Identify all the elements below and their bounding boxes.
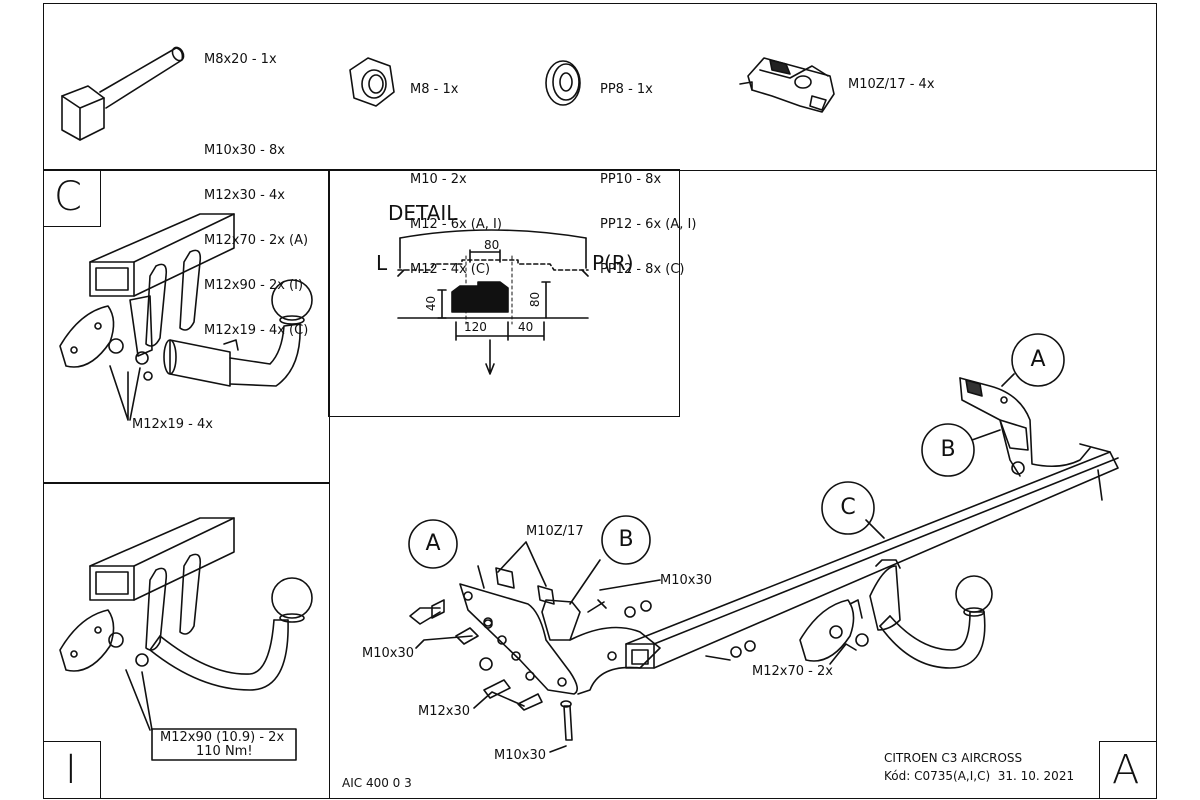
m10x30-bottom-leader [549,745,567,753]
m10x30-bottom-callout: M10x30 [494,748,546,763]
detail-title: DETAIL [388,201,458,225]
detail-right-label: P(R) [592,251,634,275]
clip-leader [497,541,547,587]
b-left-leader [569,559,601,605]
panel-i-leader [125,669,153,731]
bolt-item: M8x20 - 1x [204,52,277,67]
nut-icon [349,57,395,107]
bolt-item: M12x19 - 4x (C) [204,323,309,338]
nut-list: M8 - 1x M10 - 2x M12 - 6x (A, I) M12 - 4… [410,52,502,292]
panel-i-letter: I [65,747,77,793]
clip-callout: M10Z/17 [526,524,584,539]
panel-c-frame [43,169,330,484]
letter-box-c [43,169,101,227]
panel-c-letter: C [54,174,82,220]
circle-b-right-label: B [940,437,956,462]
washer-list: PP8 - 1x PP10 - 8x PP12 - 6x (A, I) PP12… [600,52,696,292]
callout-circle-a-right [1011,333,1065,387]
m10x30-top-leader [599,579,661,591]
detail-dim-80-right: 80 [528,291,543,308]
panel-i-callout-line1: M12x90 (10.9) - 2x [160,730,285,745]
circle-c-label: C [840,495,856,520]
a-left-leader [477,565,485,589]
drawing-code: AIC 400 0 3 [342,776,412,790]
panel-c-callout: M12x19 - 4x [132,417,213,432]
letter-box-a [1099,741,1157,799]
circle-b-left-label: B [618,527,634,552]
panel-a-letter: A [1112,747,1140,793]
main-left-bracket [459,567,661,695]
detail-left-label: L [376,251,388,275]
a-right-leader [1001,373,1015,387]
main-ball-hitch [799,559,993,669]
callout-circle-c [821,481,875,535]
nut-item: M10 - 2x [410,172,467,187]
panel-c-towbar [59,213,313,387]
hardware-header-frame [43,3,1157,171]
callout-circle-a-left [408,519,458,569]
detail-dim-40-bottom: 40 [518,320,534,334]
circle-a-left-label: A [425,531,441,556]
bolt-item: M12x30 - 4x [204,188,285,203]
washer-leader [705,655,731,661]
clip-icon [739,57,835,113]
panel-c-leader [109,365,141,421]
m12x30-callout: M12x30 [418,704,470,719]
callout-circle-b-right [921,423,975,477]
m12x30-leader [473,691,525,709]
callout-circle-b-left [601,515,651,565]
m10x30-left-callout: M10x30 [362,646,414,661]
main-towbar-crossbar [625,443,1119,669]
nut-item: M8 - 1x [410,82,459,97]
main-right-bracket [959,377,1091,477]
detail-dim-40-left: 40 [424,295,439,312]
detail-frame [328,169,680,417]
bolt-item: M12x70 - 2x (A) [204,233,309,248]
nut-item: M12 - 6x (A, I) [410,217,502,232]
main-fasteners [409,599,756,741]
detail-dim-120: 120 [464,320,487,334]
m10x30-top-callout: M10x30 [660,573,712,588]
washer-item: PP8 - 1x [600,82,653,97]
circle-a-right-label: A [1030,347,1046,372]
washer-icon [545,60,581,106]
panel-i-callout-line2: 110 Nm! [196,744,253,759]
bolt-icon [61,46,185,141]
panel-i-towbar [59,517,313,691]
letter-box-i [43,741,101,799]
panel-i-callout-box [151,728,297,761]
washer-item: PP10 - 8x [600,172,662,187]
m12x70-leader [829,643,857,665]
product-code-date: Kód: C0735(A,I,C) 31. 10. 2021 [884,769,1075,783]
panel-i-frame [43,482,330,799]
nut-item: M12 - 4x (C) [410,262,491,277]
b-right-leader [971,429,1001,441]
washer-item: PP12 - 6x (A, I) [600,217,697,232]
detail-section [397,229,589,375]
detail-dim-80-top: 80 [484,238,500,252]
m12x70-callout: M12x70 - 2x [752,664,833,679]
m10x30-left-leader [415,635,473,649]
product-name: CITROEN C3 AIRCROSS [884,751,1023,765]
washer-item: PP12 - 8x (C) [600,262,685,277]
clip-label: M10Z/17 - 4x [848,77,935,92]
bolt-item: M10x30 - 8x [204,143,285,158]
